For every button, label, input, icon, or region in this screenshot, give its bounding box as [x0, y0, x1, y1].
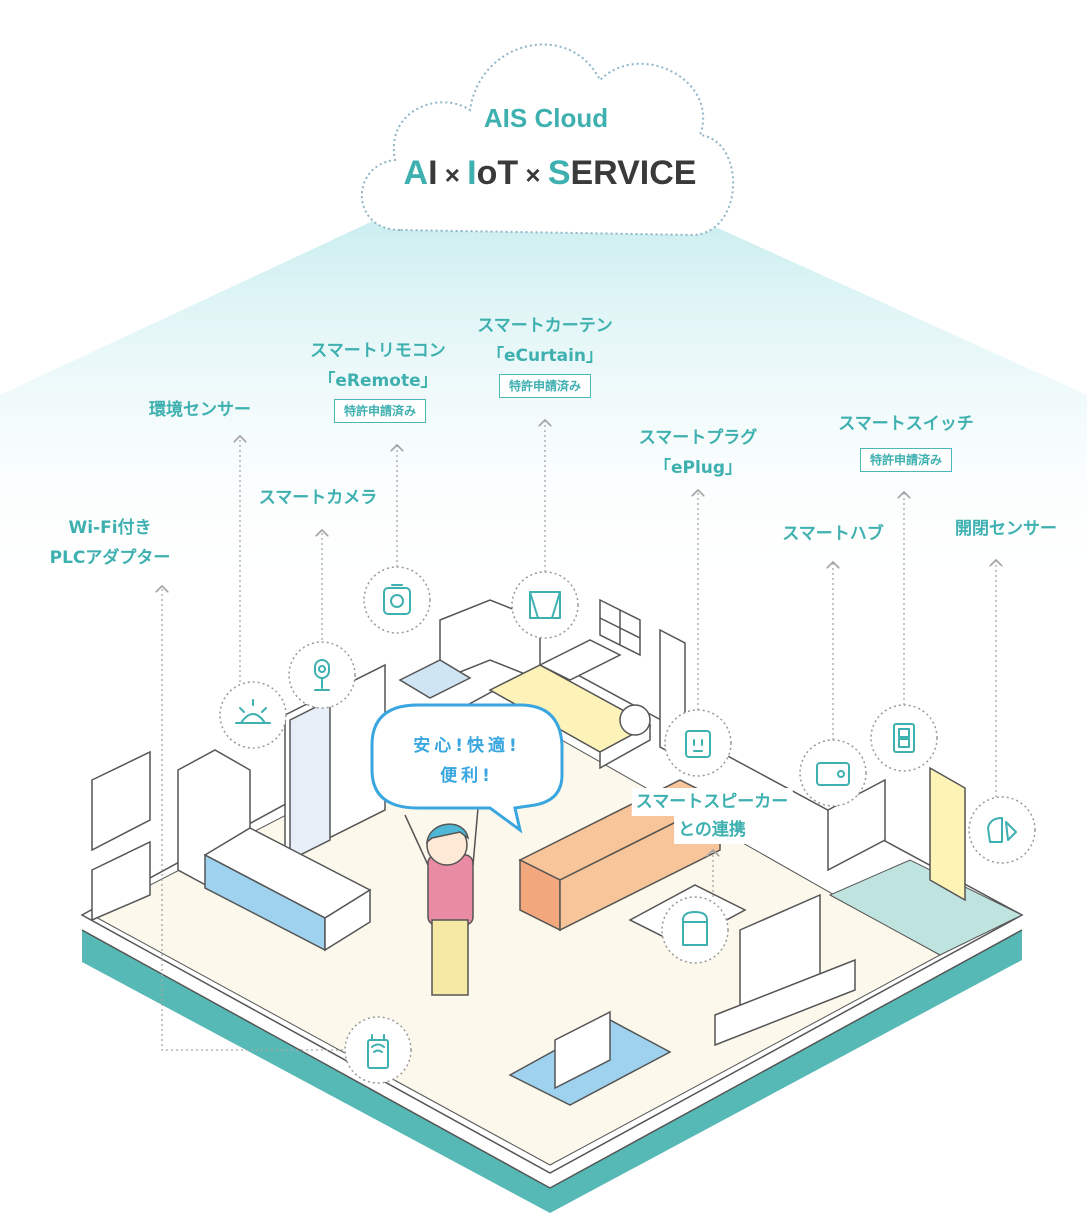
- label-switch: スマートスイッチ: [838, 414, 974, 434]
- label-env-sensor: 環境センサー: [149, 400, 251, 420]
- speech-bubble: [370, 703, 564, 834]
- label-door-sensor: 開閉センサー: [955, 519, 1057, 539]
- kitchen-area: [91, 659, 472, 952]
- label-curtain-line2: 「eCurtain」: [486, 346, 604, 366]
- tagline-b1: I: [467, 154, 477, 192]
- camera-circle: [288, 641, 356, 709]
- speaker-icon: [682, 911, 708, 946]
- bubble-line2: 便利!: [440, 766, 494, 786]
- plug-icon: [685, 730, 711, 758]
- door-sensor-icon: [987, 817, 1017, 843]
- label-plug-line2: 「ePlug」: [653, 458, 743, 478]
- hub-icon: [816, 762, 850, 786]
- label-remote-line1: スマートリモコン: [310, 341, 446, 361]
- bubble-line1: 安心!快適!: [413, 736, 521, 756]
- tagline-b2: oT: [476, 154, 519, 192]
- label-hub: スマートハブ: [782, 524, 884, 544]
- tagline-c1: S: [547, 154, 571, 192]
- connector-lines: [162, 420, 996, 1051]
- label-speaker-line2: との連携: [674, 816, 750, 844]
- remote-circle: [363, 566, 431, 634]
- cloud-shape: [360, 43, 735, 237]
- bed: [488, 639, 652, 770]
- label-camera: スマートカメラ: [258, 488, 378, 508]
- plug-circle: [664, 709, 732, 777]
- label-plc-line2: PLCアダプター: [49, 548, 171, 568]
- badge-switch-patent: 特許申請済み: [859, 448, 953, 472]
- speaker-circle: [661, 896, 729, 964]
- curtain-icon: [529, 591, 561, 619]
- cloud-title: AIS Cloud: [483, 103, 609, 133]
- tagline-x1: ×: [437, 160, 468, 190]
- cloud-light-beam: [0, 220, 1087, 600]
- tagline-x2: ×: [518, 160, 548, 190]
- badge-remote-patent: 特許申請済み: [333, 399, 427, 423]
- label-plug-line1: スマートプラグ: [638, 428, 758, 448]
- tagline-c2: ERVICE: [570, 154, 697, 192]
- sun-sensor-icon: [235, 699, 271, 724]
- remote-icon: [383, 584, 411, 615]
- tagline-a2: I: [428, 154, 438, 192]
- curtain-circle: [511, 571, 579, 639]
- switch-icon: [893, 723, 915, 753]
- label-plc-line1: Wi-Fi付き: [68, 518, 152, 538]
- label-remote-line2: 「eRemote」: [318, 371, 438, 391]
- badge-curtain-patent: 特許申請済み: [498, 374, 592, 398]
- connector-plc: [162, 586, 348, 1051]
- label-curtain-line1: スマートカーテン: [477, 316, 613, 336]
- person-figure: [404, 807, 479, 996]
- camera-icon: [314, 659, 330, 691]
- cloud-tagline: AI × IoT × SERVICE: [404, 154, 697, 193]
- hub-circle: [799, 739, 867, 807]
- wifi-plc-icon: [367, 1034, 389, 1069]
- tagline-a1: A: [403, 154, 429, 192]
- label-speaker-line1: スマートスピーカー: [631, 788, 793, 816]
